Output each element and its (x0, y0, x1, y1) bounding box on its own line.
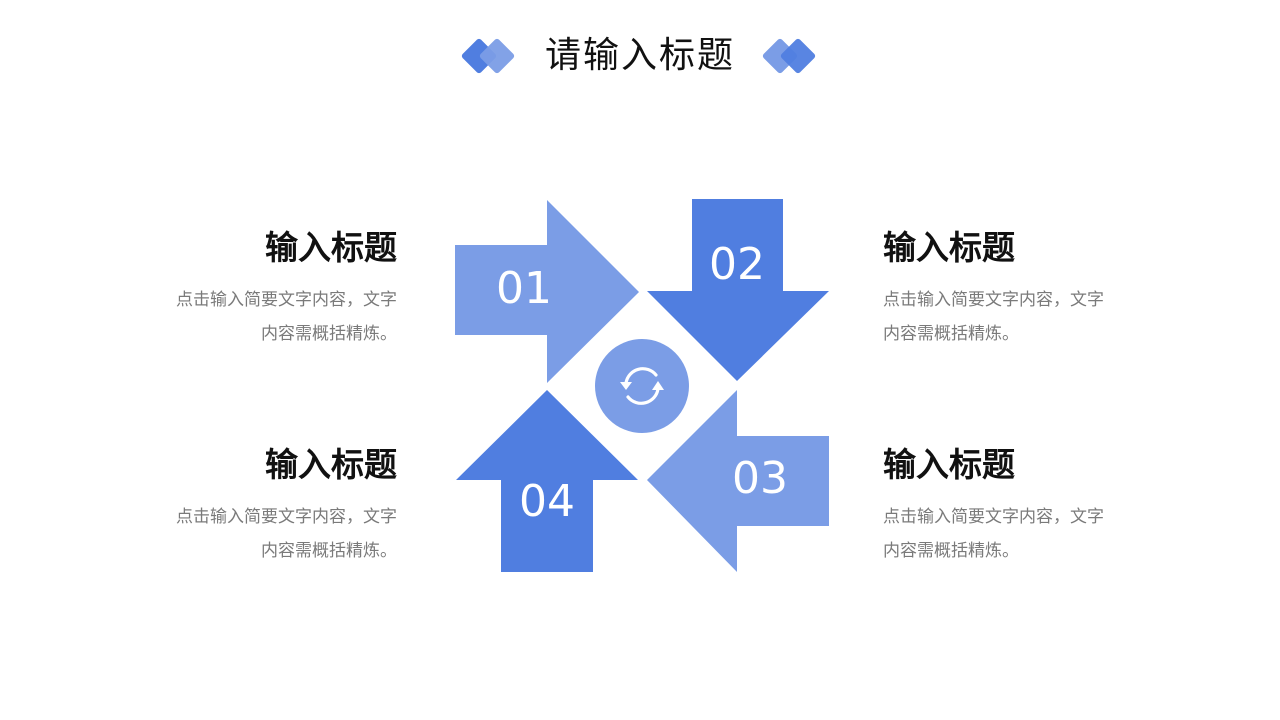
center-circle (595, 339, 689, 433)
step-02-title: 输入标题 (883, 228, 1015, 267)
step-number-04: 04 (519, 476, 575, 527)
step-03-title: 输入标题 (883, 445, 1015, 484)
step-02-desc: 点击输入简要文字内容，文字 内容需概括精炼。 (883, 283, 1143, 351)
arrow-02-down (647, 199, 829, 381)
step-01-desc-line1: 点击输入简要文字内容，文字 (176, 290, 397, 310)
step-01-title: 输入标题 (265, 228, 397, 267)
step-04-desc-line1: 点击输入简要文字内容，文字 (176, 507, 397, 527)
arrow-04-up (456, 390, 638, 572)
step-02-desc-line1: 点击输入简要文字内容，文字 (883, 290, 1104, 310)
step-number-02: 02 (709, 239, 765, 290)
step-03-desc: 点击输入简要文字内容，文字 内容需概括精炼。 (883, 500, 1143, 568)
step-03-desc-line2: 内容需概括精炼。 (883, 541, 1019, 561)
arrow-03-left (647, 390, 829, 572)
step-number-01: 01 (496, 263, 552, 314)
arrow-01-right (455, 200, 639, 383)
step-01-desc-line2: 内容需概括精炼。 (261, 324, 397, 344)
step-04-title: 输入标题 (265, 445, 397, 484)
refresh-cycle-icon (624, 367, 660, 405)
refresh-arrowhead-left (620, 382, 632, 390)
refresh-arrowhead-right (652, 381, 664, 390)
step-04-desc: 点击输入简要文字内容，文字 内容需概括精炼。 (137, 500, 397, 568)
page-title: 请输入标题 (544, 35, 735, 76)
step-04-desc-line2: 内容需概括精炼。 (261, 541, 397, 561)
step-number-03: 03 (732, 453, 788, 504)
step-03-desc-line1: 点击输入简要文字内容，文字 (883, 507, 1104, 527)
step-02-desc-line2: 内容需概括精炼。 (883, 324, 1019, 344)
step-01-desc: 点击输入简要文字内容，文字 内容需概括精炼。 (137, 283, 397, 351)
